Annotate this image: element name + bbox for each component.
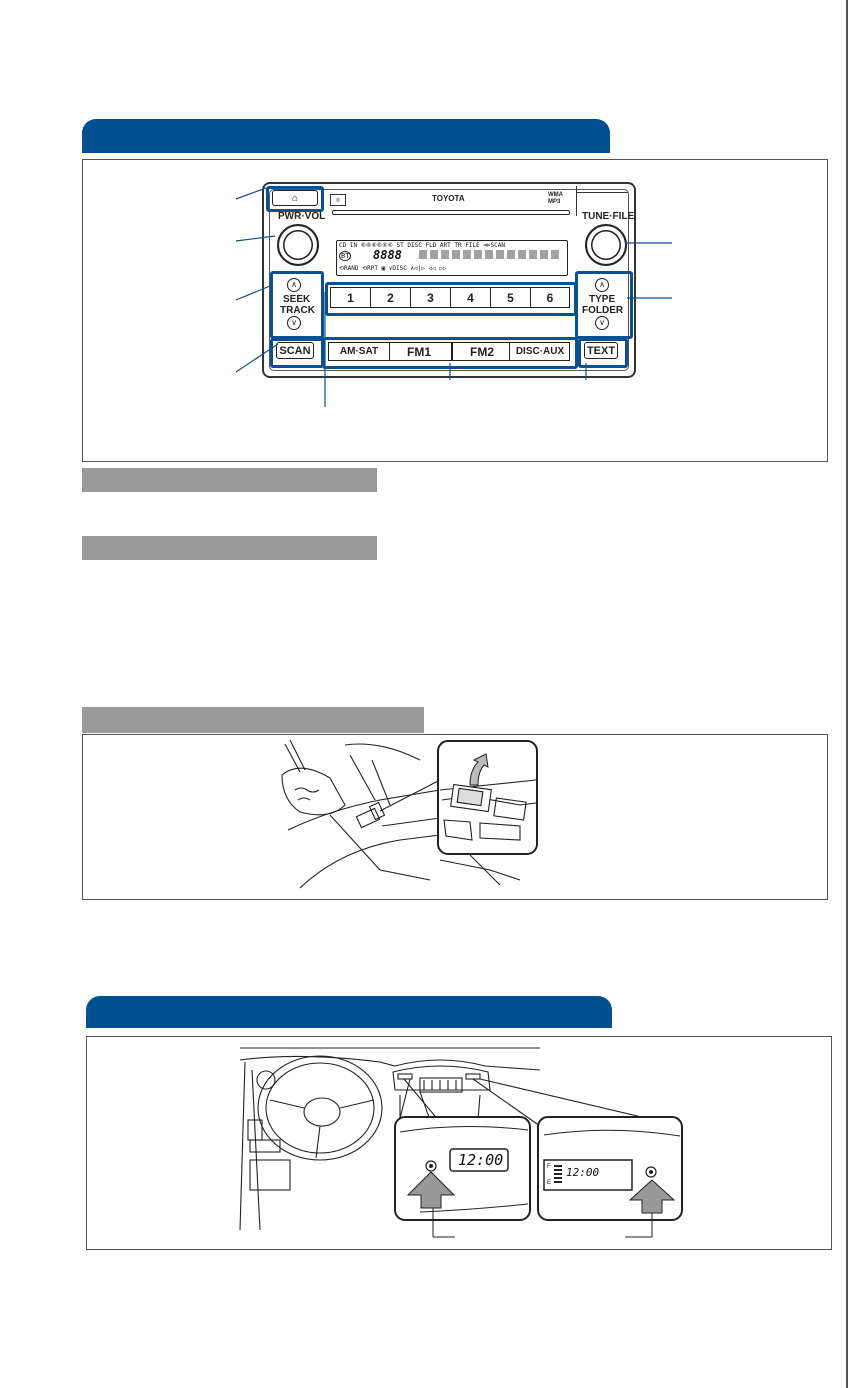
type-down-icon[interactable]: ∨ <box>595 316 609 330</box>
preset-button-strip: 1 2 3 4 5 6 <box>330 287 570 308</box>
display-segment-row <box>419 250 559 259</box>
page-edge-rule <box>846 0 848 1388</box>
display-big-digits: 8888 <box>373 248 402 262</box>
fuel-gauge-f: F <box>547 1164 551 1170</box>
format-badge: WMA MP3 <box>548 192 563 205</box>
home-button-highlight <box>266 186 324 212</box>
cd-slot-icon <box>332 210 570 215</box>
fm1-button[interactable]: FM1 <box>407 344 431 359</box>
subsection-bar-1 <box>82 468 377 492</box>
preset-button-4[interactable]: 4 <box>451 288 491 307</box>
type-label: TYPE <box>589 294 616 305</box>
clock-readout-right: 12:00 <box>566 1166 600 1179</box>
display-row3: ⟲RAND ⟲RPT ▣ ∨DISC ∧◁|▷ ◁◁ ▷▷ <box>339 265 447 272</box>
text-button[interactable]: TEXT <box>584 342 618 359</box>
text-button-highlight <box>578 338 628 368</box>
source-button-strip: AM·SAT FM1 FM2 DISC·AUX <box>328 342 570 361</box>
preset-button-1[interactable]: 1 <box>331 288 371 307</box>
section-tab-clock <box>86 996 612 1028</box>
preset-button-6[interactable]: 6 <box>546 290 554 305</box>
track-label: TRACK <box>280 305 315 316</box>
radio-top-divider <box>576 186 577 216</box>
display-bt: BT <box>339 251 352 261</box>
preset-button-2[interactable]: 2 <box>371 288 411 307</box>
disc-aux-button[interactable]: DISC·AUX <box>509 343 570 360</box>
cd-icon: ◎ <box>330 194 346 206</box>
tune-file-label: TUNE·FILE <box>582 211 635 222</box>
display-row1: CD IN ⑥⑥⑥⑥⑥⑥ ST DISC FLD ART TR FILE ⊲⊳S… <box>339 242 505 249</box>
seek-label: SEEK <box>283 294 311 305</box>
subsection-bar-2 <box>82 536 377 560</box>
type-up-icon[interactable]: ∧ <box>595 278 609 292</box>
folder-label: FOLDER <box>582 305 624 316</box>
clock-display-left <box>449 1148 509 1172</box>
callout-lines <box>235 187 672 407</box>
am-sat-button[interactable]: AM·SAT <box>329 343 390 360</box>
fuel-gauge-bars <box>554 1165 562 1185</box>
fm2-button[interactable]: FM2 <box>451 343 511 360</box>
preset-button-3[interactable]: 3 <box>411 288 451 307</box>
section-tab-audio <box>82 119 610 153</box>
seek-down-icon[interactable]: ∨ <box>287 316 301 330</box>
pwr-vol-knob[interactable] <box>277 224 319 266</box>
clock-readout-left: 12:00 <box>458 1151 504 1169</box>
arrow-up-icon <box>469 753 489 786</box>
radio-top-rule <box>576 192 628 193</box>
radio-brand: TOYOTA <box>432 194 465 203</box>
scan-button[interactable]: SCAN <box>276 342 314 359</box>
pwr-vol-label: PWR·VOL <box>278 211 326 222</box>
type-folder-highlight <box>575 271 633 339</box>
fuel-gauge-e: E <box>547 1180 552 1186</box>
seek-track-highlight <box>270 271 324 339</box>
radio-display: CD IN ⑥⑥⑥⑥⑥⑥ ST DISC FLD ART TR FILE ⊲⊳S… <box>336 240 568 276</box>
seek-up-icon[interactable]: ∧ <box>287 278 301 292</box>
preset-button-5[interactable]: 5 <box>491 288 531 307</box>
arrow-up-icon <box>406 1171 456 1209</box>
subsection-bar-3 <box>82 707 424 733</box>
tune-file-knob[interactable] <box>585 224 627 266</box>
radio-faceplate <box>269 189 629 371</box>
home-button[interactable]: ⌂ <box>272 190 318 206</box>
